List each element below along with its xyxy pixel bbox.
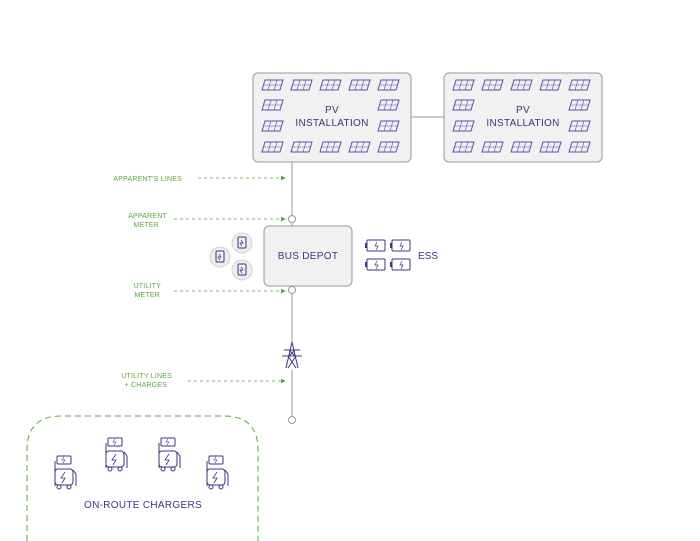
solar-panel-icon: [290, 141, 313, 153]
utility-lines-label-line1: UTILITY LINES: [121, 373, 172, 380]
solar-panel-icon: [481, 79, 504, 91]
apparent-lines-label: APPARENT'S LINES: [113, 176, 182, 183]
solar-panel-icon: [377, 120, 400, 132]
utility-meter-label-line1: UTILITY: [134, 283, 162, 290]
solar-panel-icon: [568, 120, 591, 132]
utility-meter-label-line2: METER: [135, 292, 161, 299]
apparent-meter-label-line2: METER: [134, 222, 160, 229]
on-route-charger-icon: [206, 455, 229, 490]
on-route-charger-icon: [105, 437, 128, 472]
on-route-charger-icon: [158, 437, 181, 472]
bus-depot-label: BUS DEPOT: [278, 251, 339, 262]
pv-installation-left-label-line1: PV: [325, 105, 339, 116]
solar-panel-icon: [261, 141, 284, 153]
solar-panel-icon: [568, 141, 591, 153]
on-route-charger-group: [54, 437, 229, 490]
solar-panel-icon: [452, 79, 475, 91]
solar-panel-icon: [377, 99, 400, 111]
solar-panel-icon: [452, 99, 475, 111]
solar-panel-icon: [481, 141, 504, 153]
utility-meter-node: [288, 286, 296, 294]
bottom-terminal-node: [288, 416, 296, 424]
depot-charger-icon-bottom: [231, 259, 253, 281]
solar-panel-icon: [452, 120, 475, 132]
on-route-chargers-label: ON-ROUTE CHARGERS: [84, 500, 202, 511]
pv-installation-right-label-line1: PV: [516, 105, 530, 116]
solar-panel-icon: [348, 141, 371, 153]
pv-installation-left-label-line2: INSTALLATION: [295, 118, 368, 129]
battery-icon: [365, 239, 386, 252]
solar-panel-icon: [568, 79, 591, 91]
solar-panel-icon: [539, 79, 562, 91]
solar-panel-icon: [261, 120, 284, 132]
ess-label: ESS: [418, 251, 438, 262]
ess-battery-group: [365, 239, 411, 271]
solar-panel-icon: [539, 141, 562, 153]
solar-panel-icon: [510, 141, 533, 153]
apparent-meter-node: [288, 215, 296, 223]
depot-charger-icon-top: [231, 232, 253, 254]
solar-panel-icon: [510, 79, 533, 91]
battery-icon: [365, 258, 386, 271]
solar-panel-group-right: [452, 79, 591, 153]
solar-panel-icon: [377, 79, 400, 91]
depot-charger-icon-left: [209, 246, 231, 268]
battery-icon: [390, 258, 411, 271]
solar-panel-icon: [290, 79, 313, 91]
solar-panel-icon: [452, 141, 475, 153]
solar-panel-icon: [377, 141, 400, 153]
transmission-tower-icon: [282, 341, 302, 369]
solar-panel-icon: [568, 99, 591, 111]
on-route-charger-icon: [54, 455, 77, 490]
solar-panel-icon: [319, 79, 342, 91]
apparent-meter-label-line1: APPARENT: [128, 213, 167, 220]
solar-panel-icon: [261, 79, 284, 91]
solar-panel-icon: [348, 79, 371, 91]
solar-panel-icon: [319, 141, 342, 153]
utility-lines-label-line2: + CHARGES: [125, 382, 168, 389]
pv-installation-right[interactable]: PV INSTALLATION: [443, 72, 603, 163]
battery-icon: [390, 239, 411, 252]
bus-depot-box[interactable]: BUS DEPOT: [263, 225, 353, 287]
on-route-chargers-region: [26, 415, 259, 541]
pv-installation-right-label-line2: INSTALLATION: [486, 118, 559, 129]
solar-panel-icon: [261, 99, 284, 111]
solar-panel-group-left: [261, 79, 400, 153]
pv-installation-left[interactable]: PV INSTALLATION: [252, 72, 412, 163]
